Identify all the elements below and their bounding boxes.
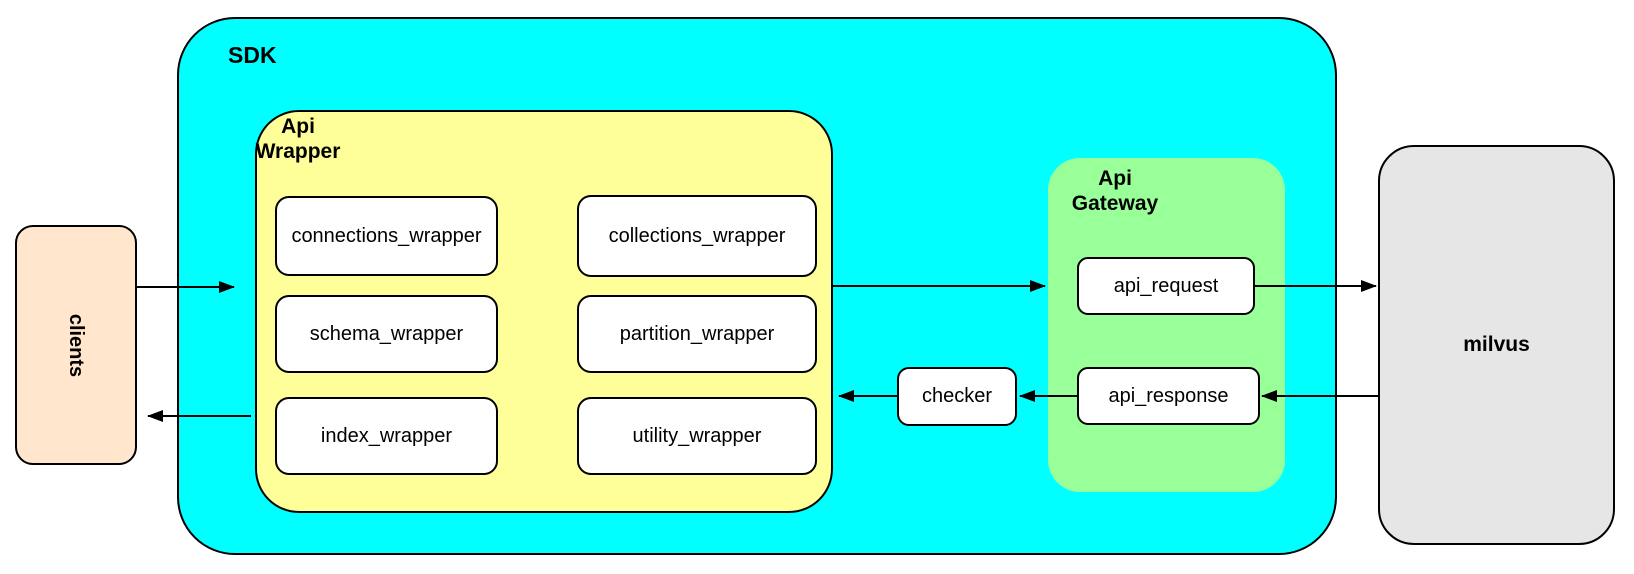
api-gateway-label-line1: Api xyxy=(1098,167,1132,190)
api-gateway-label-line2: Gateway xyxy=(1071,192,1159,215)
api-wrapper-label-line1: Api xyxy=(281,115,315,138)
api-wrapper-label-line2: Wrapper xyxy=(255,140,341,163)
api-gateway-container xyxy=(1048,158,1285,492)
api-wrapper-label: Api Wrapper xyxy=(250,114,346,164)
node-index-wrapper: index_wrapper xyxy=(275,397,498,475)
milvus-node: milvus xyxy=(1378,145,1615,545)
node-collections-wrapper: collections_wrapper xyxy=(577,195,817,277)
sdk-label: SDK xyxy=(228,42,277,68)
node-utility-wrapper: utility_wrapper xyxy=(577,397,817,475)
milvus-label: milvus xyxy=(1463,333,1530,356)
node-connections-wrapper: connections_wrapper xyxy=(275,196,498,276)
node-api-request: api_request xyxy=(1077,257,1255,315)
node-partition-wrapper: partition_wrapper xyxy=(577,295,817,373)
clients-node: clients xyxy=(15,225,137,465)
node-checker: checker xyxy=(897,367,1017,426)
node-api-response: api_response xyxy=(1077,367,1260,425)
api-gateway-label: Api Gateway xyxy=(1060,166,1170,216)
node-schema-wrapper: schema_wrapper xyxy=(275,295,498,373)
clients-label: clients xyxy=(65,313,88,377)
